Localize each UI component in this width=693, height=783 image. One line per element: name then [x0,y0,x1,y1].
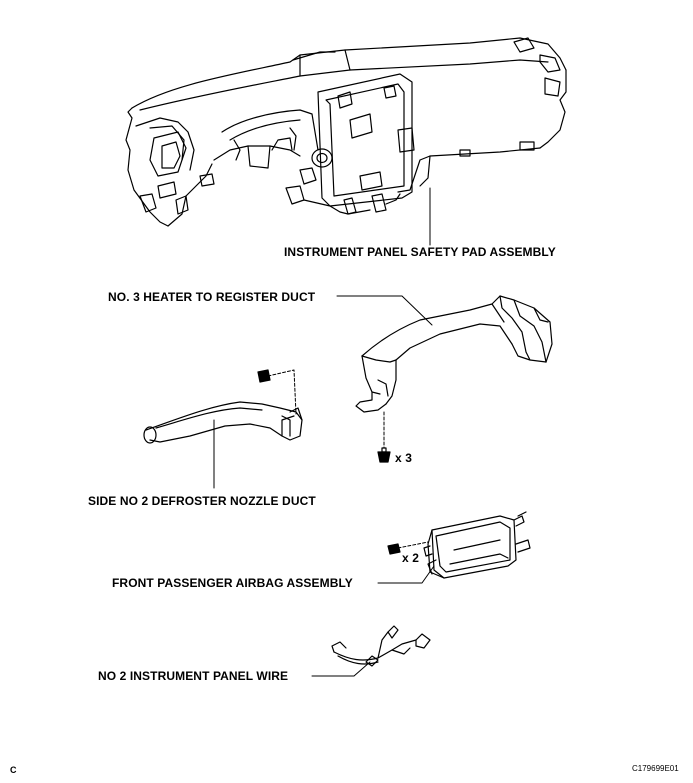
figure-code: C179699E01 [632,764,679,773]
label-heater-duct: NO. 3 HEATER TO REGISTER DUCT [108,290,316,304]
label-airbag: FRONT PASSENGER AIRBAG ASSEMBLY [112,576,353,590]
label-airbag-bolt-quantity: x 2 [402,551,419,565]
corner-letter: C [10,765,17,775]
front-passenger-airbag-assembly [423,511,531,579]
clip-icon [377,411,391,463]
leader-panel-wire [311,661,371,677]
label-duct-clip-quantity: x 3 [395,451,412,465]
airbag-bolt-icon [387,541,429,555]
instrument-panel-safety-pad [125,37,567,227]
leader-airbag [377,565,435,584]
label-safety-pad: INSTRUMENT PANEL SAFETY PAD ASSEMBLY [284,245,556,259]
instrument-panel-wire [331,625,431,667]
bolt-icon [257,369,297,415]
label-panel-wire: NO 2 INSTRUMENT PANEL WIRE [98,669,289,683]
heater-to-register-duct [355,295,553,413]
label-defroster-duct: SIDE NO 2 DEFROSTER NOZZLE DUCT [88,494,316,508]
leader-heater-duct [336,295,433,326]
defroster-nozzle-duct [143,401,303,444]
